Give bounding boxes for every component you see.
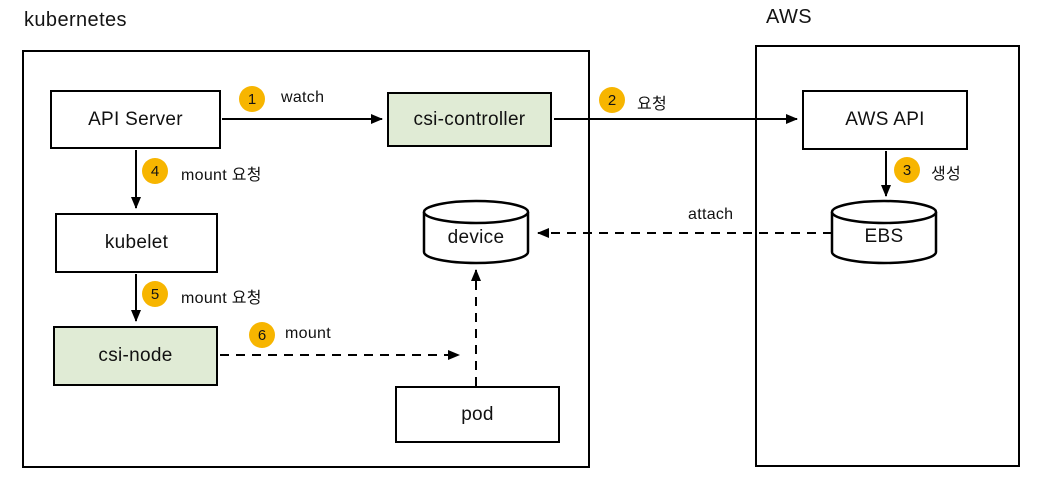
node-device-label: device: [447, 227, 505, 248]
edge-label-create: 생성: [931, 166, 962, 183]
kubernetes-group-box: [22, 50, 590, 468]
step-badge-2: 2: [599, 87, 625, 113]
device-cylinder: [422, 199, 530, 265]
kubernetes-group-title: kubernetes: [24, 9, 127, 31]
step-badge-1: 1: [239, 86, 265, 112]
node-csi-controller: csi-controller: [387, 92, 552, 147]
node-csi-node: csi-node: [53, 326, 218, 386]
aws-group-title: AWS: [766, 6, 813, 28]
aws-group-box: [755, 45, 1020, 467]
step-badge-5: 5: [142, 281, 168, 307]
edge-label-mount: mount: [285, 325, 331, 342]
edge-label-watch: watch: [281, 89, 325, 106]
edge-label-request: 요청: [637, 96, 668, 113]
edge-label-mount-request-2: mount 요청: [181, 290, 262, 307]
step-badge-4: 4: [142, 158, 168, 184]
node-pod: pod: [395, 386, 560, 443]
node-api-server: API Server: [50, 90, 221, 149]
edge-label-mount-request-1: mount 요청: [181, 167, 262, 184]
step-badge-6: 6: [249, 322, 275, 348]
edge-label-attach: attach: [688, 206, 734, 223]
ebs-cylinder: [830, 199, 938, 265]
node-kubelet: kubelet: [55, 213, 218, 273]
step-badge-3: 3: [894, 157, 920, 183]
node-ebs-label: EBS: [864, 226, 904, 247]
node-aws-api: AWS API: [802, 90, 968, 150]
